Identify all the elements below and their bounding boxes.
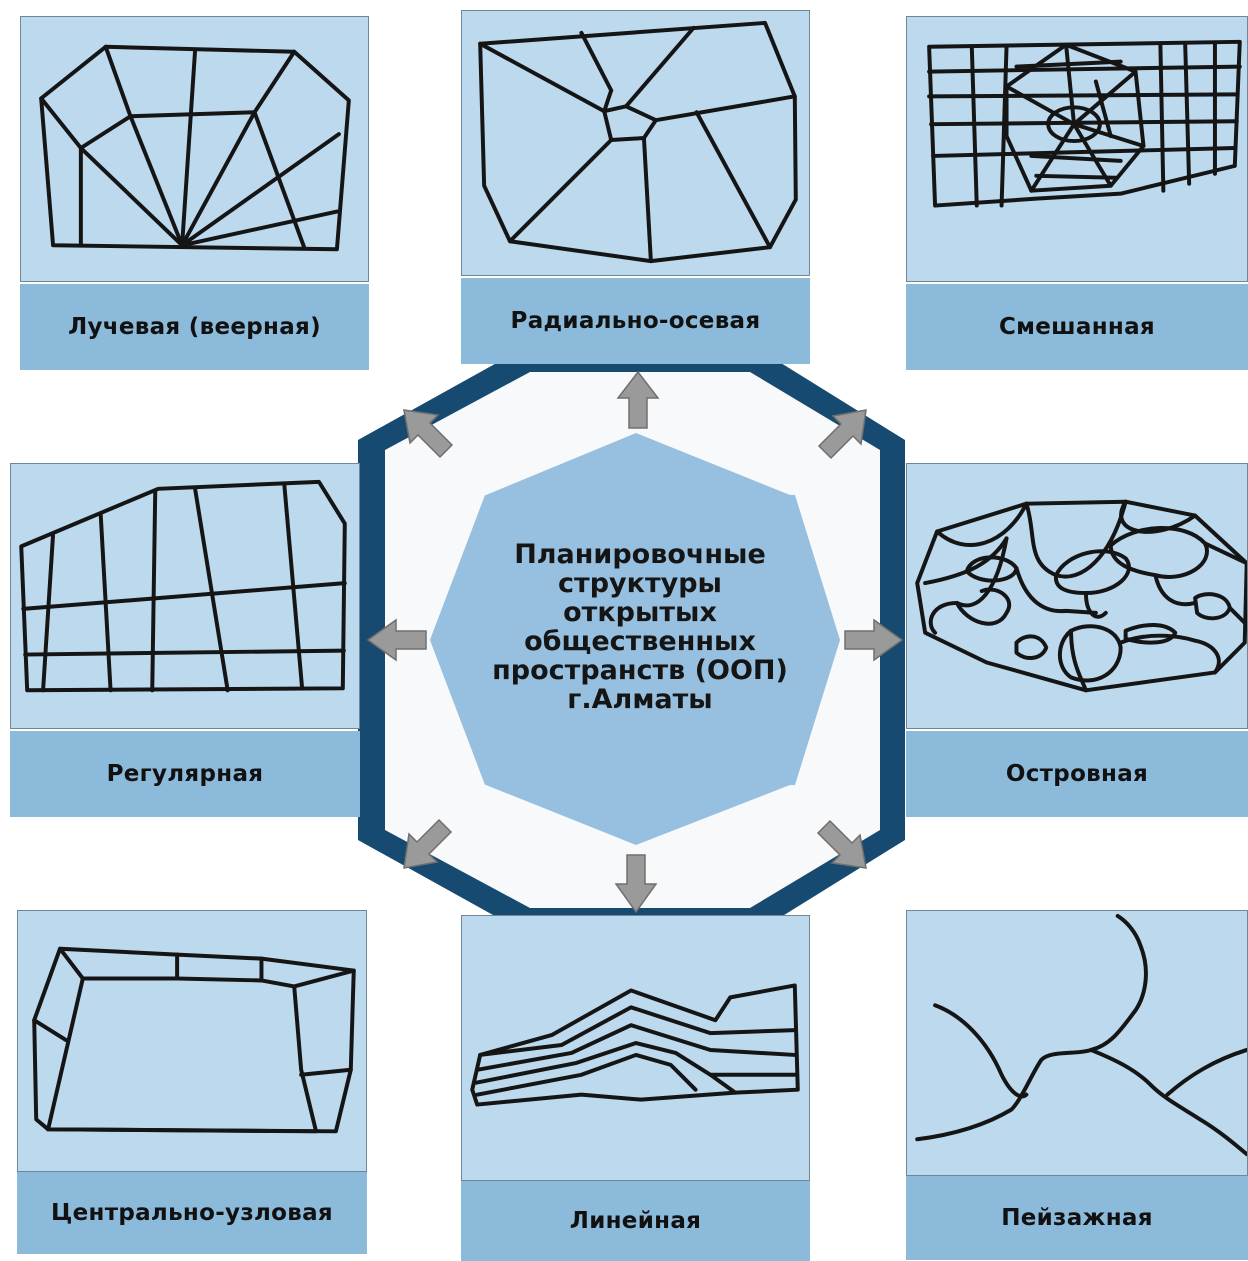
center-title-line: структуры [558, 568, 722, 599]
structure-label: Пейзажная [906, 1176, 1248, 1260]
arrows [366, 370, 904, 914]
card-radial-fan: Лучевая (веерная) [20, 16, 369, 370]
center-title-line: Планировочные [514, 539, 766, 570]
card-linear: Линейная [461, 915, 810, 1261]
card-island: Островная [906, 463, 1248, 817]
center-title-line: открытых [563, 597, 717, 628]
center-title-line: пространств (ООП) [492, 655, 788, 686]
linear-diagram [461, 915, 810, 1181]
arrow-down [614, 854, 658, 914]
radial-axial-diagram [461, 10, 810, 276]
arrow-up [616, 370, 660, 429]
card-landscape: Пейзажная [906, 910, 1248, 1260]
arrow-left [366, 618, 427, 662]
card-central-nodal: Центрально-узловая [17, 910, 367, 1254]
arrow-down-left [403, 818, 453, 869]
structure-label: Радиально-осевая [461, 278, 810, 364]
arrow-up-left [403, 409, 454, 459]
center-title-line: г.Алматы [567, 684, 713, 715]
regular-diagram [10, 463, 360, 729]
card-radial-axial: Радиально-осевая [461, 10, 810, 364]
arrow-down-right [816, 819, 867, 869]
structure-label: Регулярная [10, 731, 360, 817]
radial-fan-diagram [20, 16, 369, 282]
arrow-right [844, 618, 904, 662]
arrow-up-right [817, 409, 867, 460]
island-diagram [906, 463, 1248, 729]
structure-label: Островная [906, 731, 1248, 817]
structure-label: Центрально-узловая [17, 1172, 367, 1254]
center-octagon-shape [430, 433, 840, 845]
card-mixed: Смешанная [906, 16, 1248, 370]
center-title: Планировочные структуры открытых обществ… [470, 540, 810, 714]
center-title-line: общественных [524, 626, 756, 657]
central-nodal-diagram [17, 910, 367, 1172]
landscape-diagram [906, 910, 1248, 1176]
mixed-diagram [906, 16, 1248, 282]
structure-label: Смешанная [906, 284, 1248, 370]
structure-label: Лучевая (веерная) [20, 284, 369, 370]
structure-label: Линейная [461, 1181, 810, 1261]
card-regular: Регулярная [10, 463, 360, 817]
